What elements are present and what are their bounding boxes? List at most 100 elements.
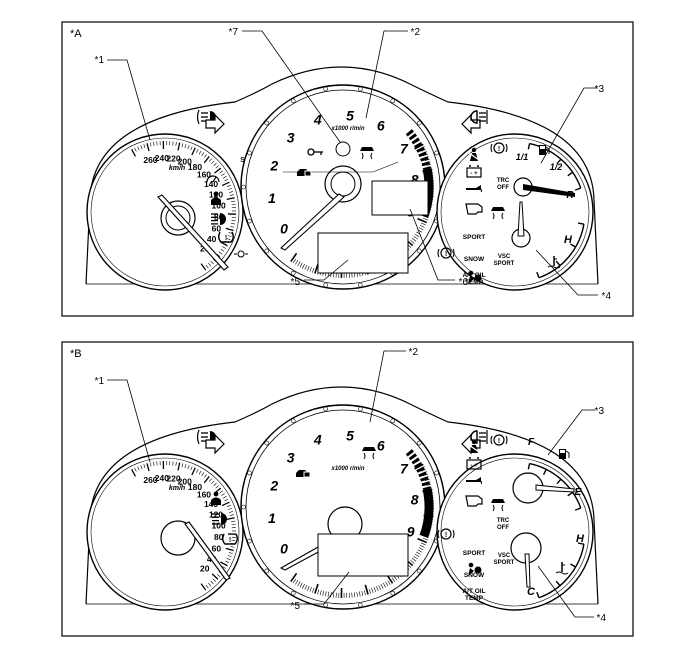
callout-label: *5 (291, 277, 301, 288)
speed-unit: km/h (169, 485, 185, 492)
callout-label: *1 (95, 376, 105, 387)
rpm-tick-label: 5 (346, 107, 354, 123)
rpm-tick-label: 1 (268, 510, 276, 526)
warning-lamp (336, 142, 350, 156)
speedometer: 20406080100120140160180200220240260km/h! (87, 454, 243, 610)
temp-label: H (576, 533, 585, 545)
rpm-unit: x1000 r/min (330, 126, 364, 132)
multi-info-display (318, 233, 408, 273)
trc-off-label: OFF (497, 525, 509, 531)
bezel-stud (391, 99, 395, 103)
rpm-tick-label: 1 (268, 190, 276, 206)
svg-text:!: ! (229, 537, 231, 544)
bezel-stud (434, 471, 438, 475)
tachometer-hub-inner (331, 172, 355, 196)
callout-label: *4 (597, 613, 607, 624)
bezel-stud (391, 419, 395, 423)
bezel-stud (265, 569, 269, 573)
rpm-tick-label: 2 (269, 478, 278, 494)
svg-text:- +: - + (470, 171, 478, 177)
bezel-stud (358, 603, 362, 607)
bezel-stud (358, 407, 362, 411)
bezel-stud (265, 249, 269, 253)
bezel-stud (242, 505, 246, 509)
callout-label: *2 (409, 347, 419, 358)
sport-label: SPORT (463, 234, 485, 241)
bezel-stud (291, 591, 295, 595)
bezel-stud (358, 283, 362, 287)
rpm-tick-label: 4 (313, 432, 322, 448)
panel-label: *B (70, 348, 82, 360)
rpm-tick-label: 6 (377, 438, 385, 454)
fuel-label: E (575, 487, 582, 498)
at-oil-temp-label: A/T OIL (462, 588, 485, 595)
rpm-tick-label: 6 (377, 118, 385, 134)
rpm-unit: x1000 r/min (330, 466, 364, 472)
rpm-tick-label: 7 (400, 461, 409, 477)
rpm-tick-label: 8 (411, 491, 419, 507)
snow-label: SNOW (464, 572, 485, 579)
vsc-sport-label: SPORT (494, 261, 515, 267)
svg-text:!: ! (225, 235, 227, 242)
vsc-sport-label: VSC (498, 553, 511, 559)
bezel-stud (324, 407, 328, 411)
bezel-stud (291, 419, 295, 423)
speed-tick-label: 20 (200, 564, 210, 574)
vsc-sport-label: SPORT (494, 560, 515, 566)
bezel-stud (324, 87, 328, 91)
fuel-gauge-bezel (437, 454, 593, 610)
fuel-label: 1/1 (516, 152, 529, 162)
bezel-stud (291, 271, 295, 275)
panel-B: *B20406080100120140160180200220240260km/… (62, 342, 633, 636)
rpm-tick-label: 0 (280, 540, 288, 556)
bezel-stud (265, 441, 269, 445)
callout-label: *6 (459, 277, 469, 288)
bezel-stud (417, 121, 421, 125)
trc-off-label: TRC (497, 518, 510, 524)
bezel-stud (417, 249, 421, 253)
fuel-label: 1/2 (550, 162, 563, 172)
bezel-stud (248, 219, 252, 223)
bezel-stud (248, 151, 252, 155)
callout-label: *5 (291, 601, 301, 612)
speed-tick-label: 260 (143, 475, 157, 485)
bezel-stud (242, 185, 246, 189)
at-oil-temp-label: TEMP (465, 595, 484, 602)
bezel-stud (324, 283, 328, 287)
svg-text:!: ! (445, 251, 447, 258)
callout-label: *3 (595, 84, 605, 95)
rpm-tick-label: 3 (287, 130, 295, 146)
bezel-stud (417, 441, 421, 445)
callout-label: *3 (595, 406, 605, 417)
speed-unit: km/h (169, 165, 185, 172)
bezel-stud (434, 151, 438, 155)
speed-tick-label: 60 (212, 544, 222, 554)
panel-label: *A (70, 28, 82, 40)
speed-tick-label: 260 (143, 155, 157, 165)
trc-off-label: TRC (497, 178, 510, 184)
temp-label: H (564, 234, 573, 246)
svg-text:- +: - + (470, 463, 478, 469)
bezel-stud (248, 539, 252, 543)
callout-label: *2 (411, 27, 421, 38)
svg-text:!: ! (498, 146, 500, 153)
temp-label: C (527, 586, 536, 598)
bezel-stud (358, 87, 362, 91)
callout-label: *7 (229, 27, 239, 38)
redline-band (424, 489, 429, 536)
sport-label: SPORT (463, 550, 485, 557)
bezel-stud (248, 471, 252, 475)
callout-label: *1 (95, 55, 105, 66)
panel-A: *A20406080100120140160180200220240260km/… (62, 22, 633, 316)
rpm-tick-label: 2 (269, 158, 278, 174)
svg-text:!: ! (498, 438, 500, 445)
bezel-stud (417, 569, 421, 573)
rpm-tick-label: 7 (400, 141, 409, 157)
bezel-stud (265, 121, 269, 125)
speed-tick-label: 140 (204, 179, 218, 189)
